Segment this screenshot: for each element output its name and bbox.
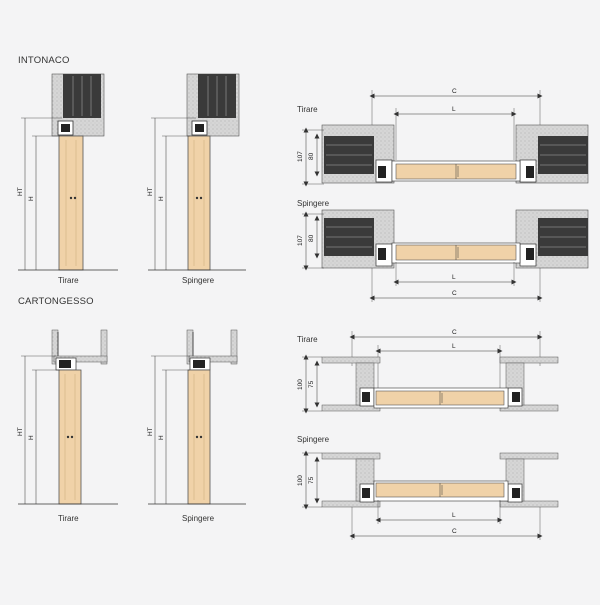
label-ht: HT <box>17 187 24 196</box>
door-leaf <box>187 135 211 271</box>
label-107: 107 <box>297 235 304 246</box>
label-c: C <box>452 528 457 535</box>
label-h: H <box>158 435 165 440</box>
label-l: L <box>452 106 456 113</box>
caption-spingere: Spingere <box>297 435 330 444</box>
label-ht: HT <box>147 187 154 196</box>
label-ht: HT <box>17 427 24 436</box>
elevation-cartongesso-spingere: HT H Spingere <box>147 329 246 523</box>
caption-spingere: Spingere <box>182 276 215 285</box>
caption-tirare: Tirare <box>297 335 318 344</box>
door-leaf <box>58 369 82 505</box>
elevation-cartongesso-tirare: HT H Tirare <box>17 329 118 523</box>
caption-tirare: Tirare <box>297 105 318 114</box>
plan-cartongesso-tirare: Tirare C L 100 75 <box>297 329 559 414</box>
plan-intonaco-tirare: Tirare C L 107 80 <box>297 88 589 187</box>
gypsum-board <box>230 329 238 365</box>
caption-spingere: Spingere <box>297 199 330 208</box>
label-75: 75 <box>308 476 315 484</box>
elevation-intonaco-spingere: HT H Spingere <box>147 73 246 285</box>
label-c: C <box>452 88 457 95</box>
gypsum-board-bottom-left <box>321 500 381 508</box>
label-c: C <box>452 290 457 297</box>
gypsum-board-top-right <box>499 356 559 364</box>
door-leaf <box>58 135 84 271</box>
section-label-cartongesso: CARTONGESSO <box>18 296 94 307</box>
gypsum-board-top-right <box>499 452 559 460</box>
section-label-intonaco: INTONACO <box>18 55 70 66</box>
label-l: L <box>452 274 456 281</box>
plan-cartongesso-spingere: Spingere L C 100 75 <box>297 435 559 540</box>
door-leaf <box>187 369 211 505</box>
label-75: 75 <box>308 380 315 388</box>
caption-tirare: Tirare <box>58 276 79 285</box>
label-80: 80 <box>308 234 315 242</box>
label-80: 80 <box>308 152 315 160</box>
label-107: 107 <box>297 151 304 162</box>
label-100: 100 <box>297 379 304 390</box>
label-h: H <box>28 196 35 201</box>
label-c: C <box>452 329 457 336</box>
label-100: 100 <box>297 475 304 486</box>
label-h: H <box>28 435 35 440</box>
label-h: H <box>158 196 165 201</box>
caption-spingere: Spingere <box>182 514 215 523</box>
caption-tirare: Tirare <box>58 514 79 523</box>
label-l: L <box>452 512 456 519</box>
label-ht: HT <box>147 427 154 436</box>
gypsum-board <box>100 329 108 365</box>
label-l: L <box>452 343 456 350</box>
gypsum-board-top-left <box>321 452 381 460</box>
plan-intonaco-spingere: Spingere L C 107 80 <box>297 199 589 302</box>
elevation-intonaco-tirare: HT H Tirare <box>17 73 118 285</box>
gypsum-board-top-left <box>321 356 381 364</box>
